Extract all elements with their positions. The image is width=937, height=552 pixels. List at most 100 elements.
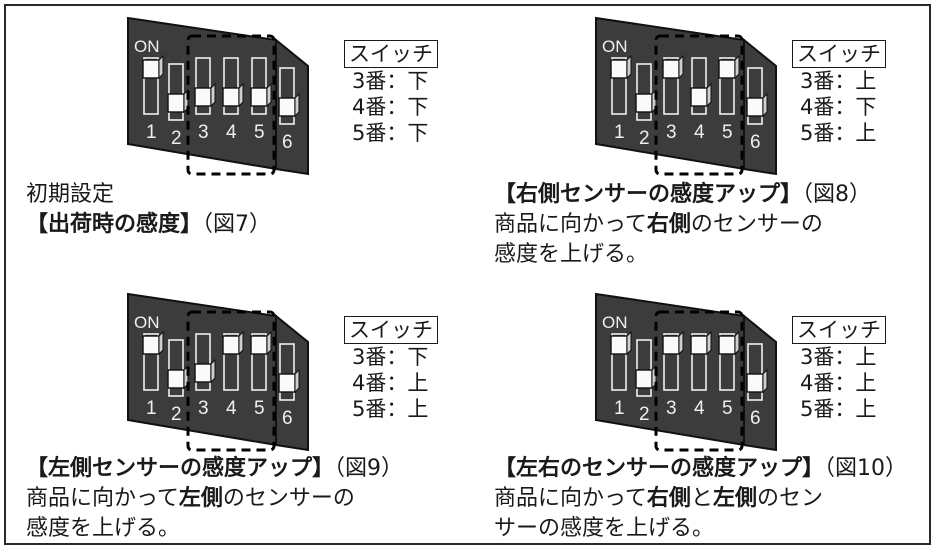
switch-knob [635, 369, 653, 389]
caption-line-3: サーの感度を上げる。 [494, 516, 715, 541]
switch-knob [250, 87, 268, 107]
dip-switch-5: 5 [250, 57, 272, 143]
caption-text: のセンサーの [222, 486, 355, 511]
switch-knob-side [706, 82, 712, 108]
dip-switch-1: 1 [610, 54, 632, 143]
switch-knob [662, 335, 680, 355]
caption-line-3: 感度を上げる。 [26, 516, 181, 541]
switch-knob [718, 59, 736, 79]
switch-knob [662, 59, 680, 79]
caption-line-1: 【左右のセンサーの感度アップ】（図10） [494, 454, 907, 484]
switch-knob [142, 59, 160, 79]
switch-number: 4 [226, 122, 237, 143]
switch-number: 3 [198, 398, 209, 419]
switch-knob [278, 97, 296, 117]
caption-line-2: 商品に向かって左側のセンサーの [26, 484, 403, 514]
switch-knob [610, 335, 628, 355]
switch-settings: スイッチ 3番：下 4番：下 5番：下 [344, 40, 438, 146]
caption-text: 商品に向かって [494, 486, 647, 511]
switch-number: 4 [226, 398, 237, 419]
switch-knob-side [210, 358, 216, 384]
dip-switch-3: 3 [194, 333, 216, 419]
caption: 【左右のセンサーの感度アップ】（図10） 商品に向かって右側と左側のセン サーの… [494, 454, 907, 544]
switch-knob-side [266, 82, 272, 108]
dip-switch-4: 4 [222, 57, 244, 143]
on-label: ON [134, 37, 160, 56]
caption-line-2: 【出荷時の感度】（図7） [26, 210, 271, 240]
setting-switch-3: 3番：下 [352, 345, 429, 369]
setting-switch-4: 4番：下 [352, 95, 429, 119]
caption-line-1: 初期設定 [26, 182, 115, 207]
switch-knob [718, 335, 736, 355]
setting-switch-5: 5番：上 [352, 397, 429, 421]
caption-title: 【左右のセンサーの感度アップ】 [494, 456, 825, 481]
switch-knob [690, 87, 708, 107]
caption: 【右側センサーの感度アップ】（図8） 商品に向かって右側のセンサーの 感度を上げ… [494, 180, 871, 270]
setting-switch-5: 5番：上 [800, 397, 877, 421]
dip-switch-2: 2 [635, 63, 657, 149]
dip-switch-1: 1 [610, 330, 632, 419]
switch-number: 6 [750, 132, 761, 153]
switch-knob [690, 335, 708, 355]
dip-switch-5: 5 [250, 330, 272, 419]
caption-title: 【出荷時の感度】 [26, 212, 203, 237]
switch-settings: スイッチ 3番：上 4番：上 5番：上 [792, 316, 886, 422]
switch-number: 2 [639, 404, 650, 425]
dip-switch-6: 6 [746, 343, 768, 429]
switch-label: スイッチ [792, 40, 886, 68]
switch-number: 5 [722, 122, 733, 143]
switch-knob-side [266, 330, 272, 356]
switch-number: 5 [254, 122, 265, 143]
highlight-switches-3-5 [654, 310, 744, 452]
caption-text: のセン [756, 486, 823, 511]
switch-number: 1 [146, 398, 157, 419]
switch-number: 6 [282, 408, 293, 429]
switch-label: スイッチ [344, 40, 438, 68]
on-label: ON [602, 37, 628, 56]
figure-number: （図10） [824, 456, 908, 481]
switch-number: 2 [171, 404, 182, 425]
switch-knob [222, 87, 240, 107]
setting-switch-3: 3番：上 [800, 69, 877, 93]
switch-number: 1 [146, 122, 157, 143]
switch-knob-side [238, 330, 244, 356]
switch-label: スイッチ [792, 316, 886, 344]
figure-number: （図8） [802, 182, 872, 207]
dip-switch-3: 3 [662, 54, 684, 143]
caption-title: 【右側センサーの感度アップ】 [494, 182, 803, 207]
switch-knob [167, 93, 185, 113]
dip-switch-2: 2 [635, 339, 657, 425]
on-label: ON [134, 313, 160, 332]
switch-knob-side [762, 92, 768, 118]
switch-knob-side [734, 54, 740, 80]
caption: 初期設定 【出荷時の感度】（図7） [26, 180, 271, 240]
switch-number: 1 [614, 398, 625, 419]
switch-settings: スイッチ 3番：上 4番：下 5番：上 [792, 40, 886, 146]
switch-knob [194, 363, 212, 383]
figure-number: （図9） [334, 456, 404, 481]
switch-number: 3 [198, 122, 209, 143]
switch-knob-side [734, 330, 740, 356]
dip-switch-6: 6 [278, 67, 300, 153]
switch-number: 3 [666, 122, 677, 143]
setting-switch-5: 5番：上 [800, 121, 877, 145]
setting-switch-5: 5番：下 [352, 121, 429, 145]
caption-text: 商品に向かって [26, 486, 179, 511]
switch-label: スイッチ [344, 316, 438, 344]
setting-switch-4: 4番：上 [352, 371, 429, 395]
switch-knob-side [626, 330, 632, 356]
dip-switch-1: 1 [142, 54, 164, 143]
dip-switch-3: 3 [662, 330, 684, 419]
dip-switch-1: 1 [142, 330, 164, 419]
switch-number: 5 [722, 398, 733, 419]
